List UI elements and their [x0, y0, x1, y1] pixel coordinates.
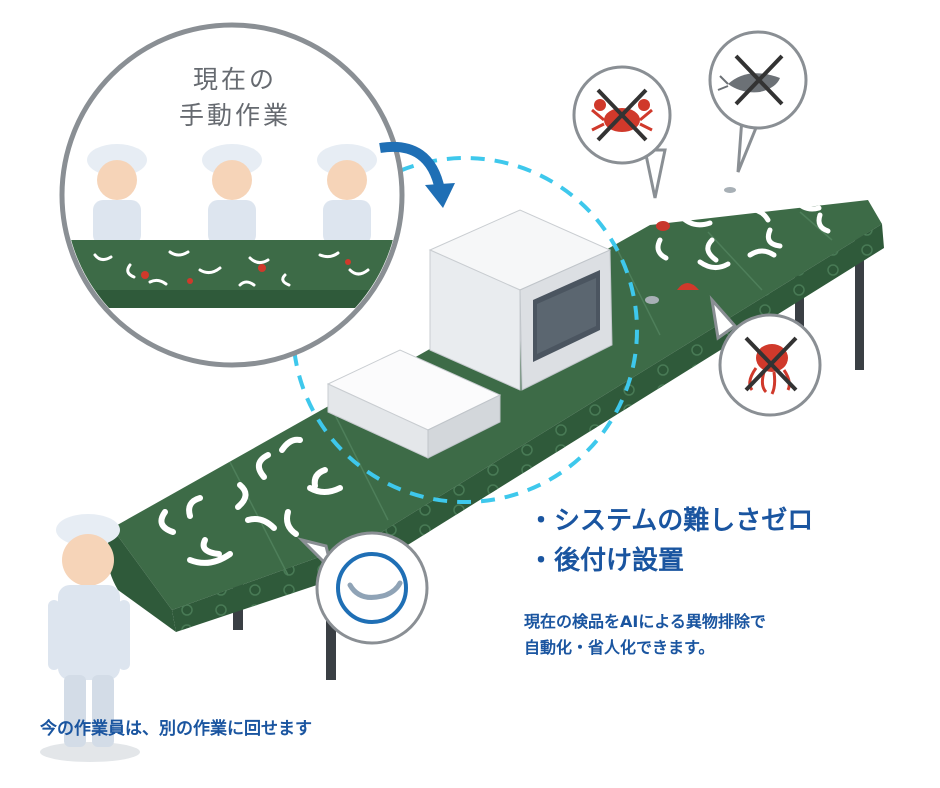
octopus-icon: [748, 344, 791, 395]
manual-work-inset: [59, 22, 405, 368]
whitebait-icon: [347, 580, 403, 600]
arrow-icon: [379, 141, 455, 208]
worker-icon: [87, 144, 377, 245]
whitebait-on-belt-right: [655, 197, 831, 270]
manual-work-title-line1: 現在の: [192, 65, 277, 94]
description-line: 現在の検品をAIによる異物排除で: [524, 612, 766, 631]
shrimp-callout: [708, 30, 808, 173]
foreign-objects-on-belt: [645, 187, 736, 304]
whitebait-callout: [297, 531, 429, 645]
manual-work-title-line2: 手動作業: [178, 101, 291, 130]
whitebait-on-belt-left: [158, 436, 343, 566]
manual-work-title: 現在の 手動作業: [150, 62, 320, 134]
worker-caption: 今の作業員は、別の作業に回せます: [40, 719, 312, 739]
inspection-machine-icon: [326, 209, 613, 459]
description-line: 自動化・省人化できます。: [524, 638, 715, 657]
benefit-item: ・システムの難しさゼロ: [528, 506, 814, 536]
worker-icon: [40, 514, 140, 762]
benefit-item: ・後付け設置: [528, 546, 685, 576]
crab-callout: [572, 65, 672, 199]
octopus-callout: [709, 295, 822, 417]
